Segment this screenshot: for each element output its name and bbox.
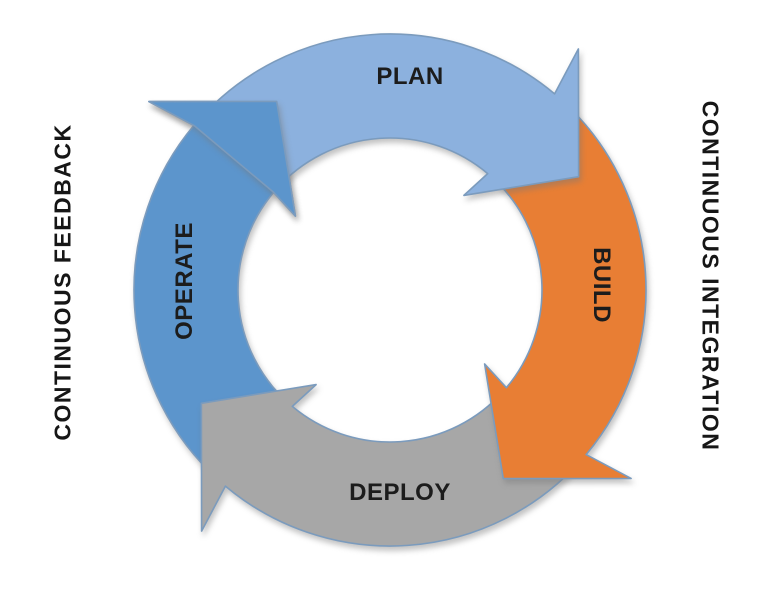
plan-label: PLAN xyxy=(376,63,444,90)
deploy-label: DEPLOY xyxy=(349,479,451,506)
operate-label: OPERATE xyxy=(171,222,198,340)
plan-arrow-shape xyxy=(199,33,580,197)
continuous-integration-label: CONTINUOUS INTEGRATION xyxy=(697,100,724,452)
build-label: BUILD xyxy=(588,247,615,323)
deploy-arrow-shape xyxy=(200,383,581,547)
build-arrow-shape xyxy=(483,99,647,480)
operate-arrowhead-overlay xyxy=(148,100,297,217)
continuous-feedback-label: CONTINUOUS FEEDBACK xyxy=(49,123,76,441)
